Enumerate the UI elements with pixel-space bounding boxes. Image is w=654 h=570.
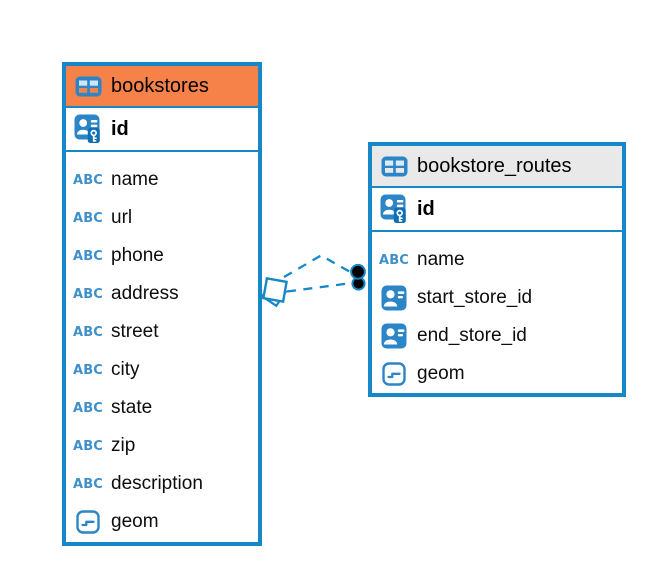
text-type-icon: ABC — [72, 438, 104, 454]
geometry-type-icon — [74, 510, 102, 534]
column-name: city — [111, 359, 140, 380]
column-row[interactable]: ABC name — [372, 241, 622, 279]
table-icon — [74, 76, 102, 97]
column-row[interactable]: ABC name — [66, 161, 258, 199]
column-row[interactable]: ABC address — [66, 275, 258, 313]
text-type-icon: ABC — [72, 476, 104, 492]
column-row[interactable]: start_store_id — [372, 279, 622, 317]
column-name: state — [111, 397, 153, 418]
geometry-type-icon — [380, 362, 408, 386]
column-name: url — [111, 207, 133, 228]
column-row[interactable]: ABC street — [66, 313, 258, 351]
column-name: id — [111, 117, 129, 140]
column-name: id — [417, 197, 435, 220]
column-name: zip — [111, 435, 136, 456]
column-name: end_store_id — [417, 325, 527, 346]
column-row-pk[interactable]: id — [66, 108, 258, 152]
table-columns: ABC name start_store_id — [372, 232, 622, 393]
column-name: geom — [417, 363, 465, 384]
column-name: geom — [111, 511, 159, 532]
column-name: name — [417, 249, 465, 270]
primary-key-icon — [74, 114, 102, 144]
text-type-icon: ABC — [378, 252, 410, 268]
reference-type-icon — [380, 323, 408, 349]
column-row[interactable]: ABC description — [66, 465, 258, 503]
table-header-bookstores[interactable]: bookstores — [66, 66, 258, 108]
relationship-diamond-marker[interactable] — [260, 277, 288, 308]
relationship-line[interactable] — [286, 281, 353, 293]
column-row[interactable]: end_store_id — [372, 317, 622, 355]
text-type-icon: ABC — [72, 210, 104, 226]
column-row[interactable]: ABC zip — [66, 427, 258, 465]
table-columns: ABC name ABC url ABC phone ABC address A… — [66, 152, 258, 542]
text-type-icon: ABC — [72, 248, 104, 264]
column-row[interactable]: geom — [66, 503, 258, 541]
text-type-icon: ABC — [72, 362, 104, 378]
text-type-icon: ABC — [72, 172, 104, 188]
column-name: name — [111, 169, 159, 190]
primary-key-icon — [380, 194, 408, 224]
column-row-pk[interactable]: id — [372, 188, 622, 232]
reference-type-icon — [380, 285, 408, 311]
table-icon — [380, 156, 408, 177]
text-type-icon: ABC — [72, 286, 104, 302]
table-title: bookstores — [111, 74, 209, 97]
column-name: phone — [111, 245, 164, 266]
text-type-icon: ABC — [72, 324, 104, 340]
column-name: street — [111, 321, 159, 342]
column-row[interactable]: ABC city — [66, 351, 258, 389]
table-title: bookstore_routes — [417, 154, 572, 177]
column-name: start_store_id — [417, 287, 533, 308]
column-row[interactable]: ABC phone — [66, 237, 258, 275]
column-row[interactable]: ABC state — [66, 389, 258, 427]
text-type-icon: ABC — [72, 400, 104, 416]
relationship-line[interactable] — [283, 254, 353, 278]
relationship-dot-marker[interactable] — [350, 263, 366, 291]
column-name: address — [111, 283, 179, 304]
column-row[interactable]: ABC url — [66, 199, 258, 237]
column-name: description — [111, 473, 203, 494]
table-bookstore-routes[interactable]: bookstore_routes id — [368, 142, 626, 397]
table-bookstores[interactable]: bookstores id A — [62, 62, 262, 546]
table-header-bookstore-routes[interactable]: bookstore_routes — [372, 146, 622, 188]
column-row[interactable]: geom — [372, 355, 622, 393]
